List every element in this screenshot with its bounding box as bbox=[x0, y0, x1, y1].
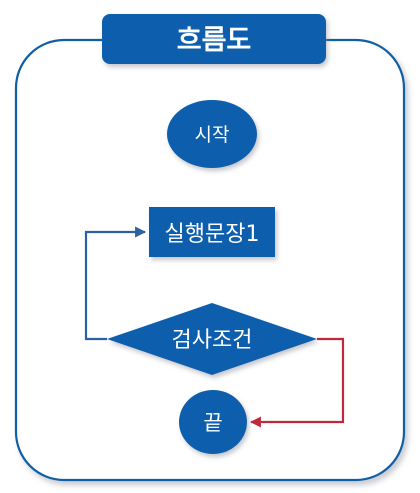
exit-arrow bbox=[249, 337, 345, 428]
condition-diamond bbox=[107, 303, 317, 375]
condition-label: 검사조건 bbox=[172, 328, 253, 353]
start-label: 시작 bbox=[195, 124, 230, 146]
title-tab-background bbox=[102, 14, 326, 64]
title-tab: 흐름도 bbox=[102, 14, 326, 64]
end-node: 끝 bbox=[179, 390, 247, 454]
start-oval bbox=[167, 100, 257, 168]
start-node: 시작 bbox=[167, 100, 257, 168]
end-oval bbox=[179, 390, 247, 454]
statement-node: 실행문장1 bbox=[149, 207, 275, 257]
condition-node: 검사조건 bbox=[107, 303, 317, 375]
statement-box bbox=[149, 207, 275, 257]
end-label: 끝 bbox=[203, 411, 222, 435]
statement-label: 실행문장1 bbox=[165, 222, 260, 247]
loop-back-arrow bbox=[84, 226, 147, 341]
diagram-title: 흐름도 bbox=[177, 25, 252, 56]
